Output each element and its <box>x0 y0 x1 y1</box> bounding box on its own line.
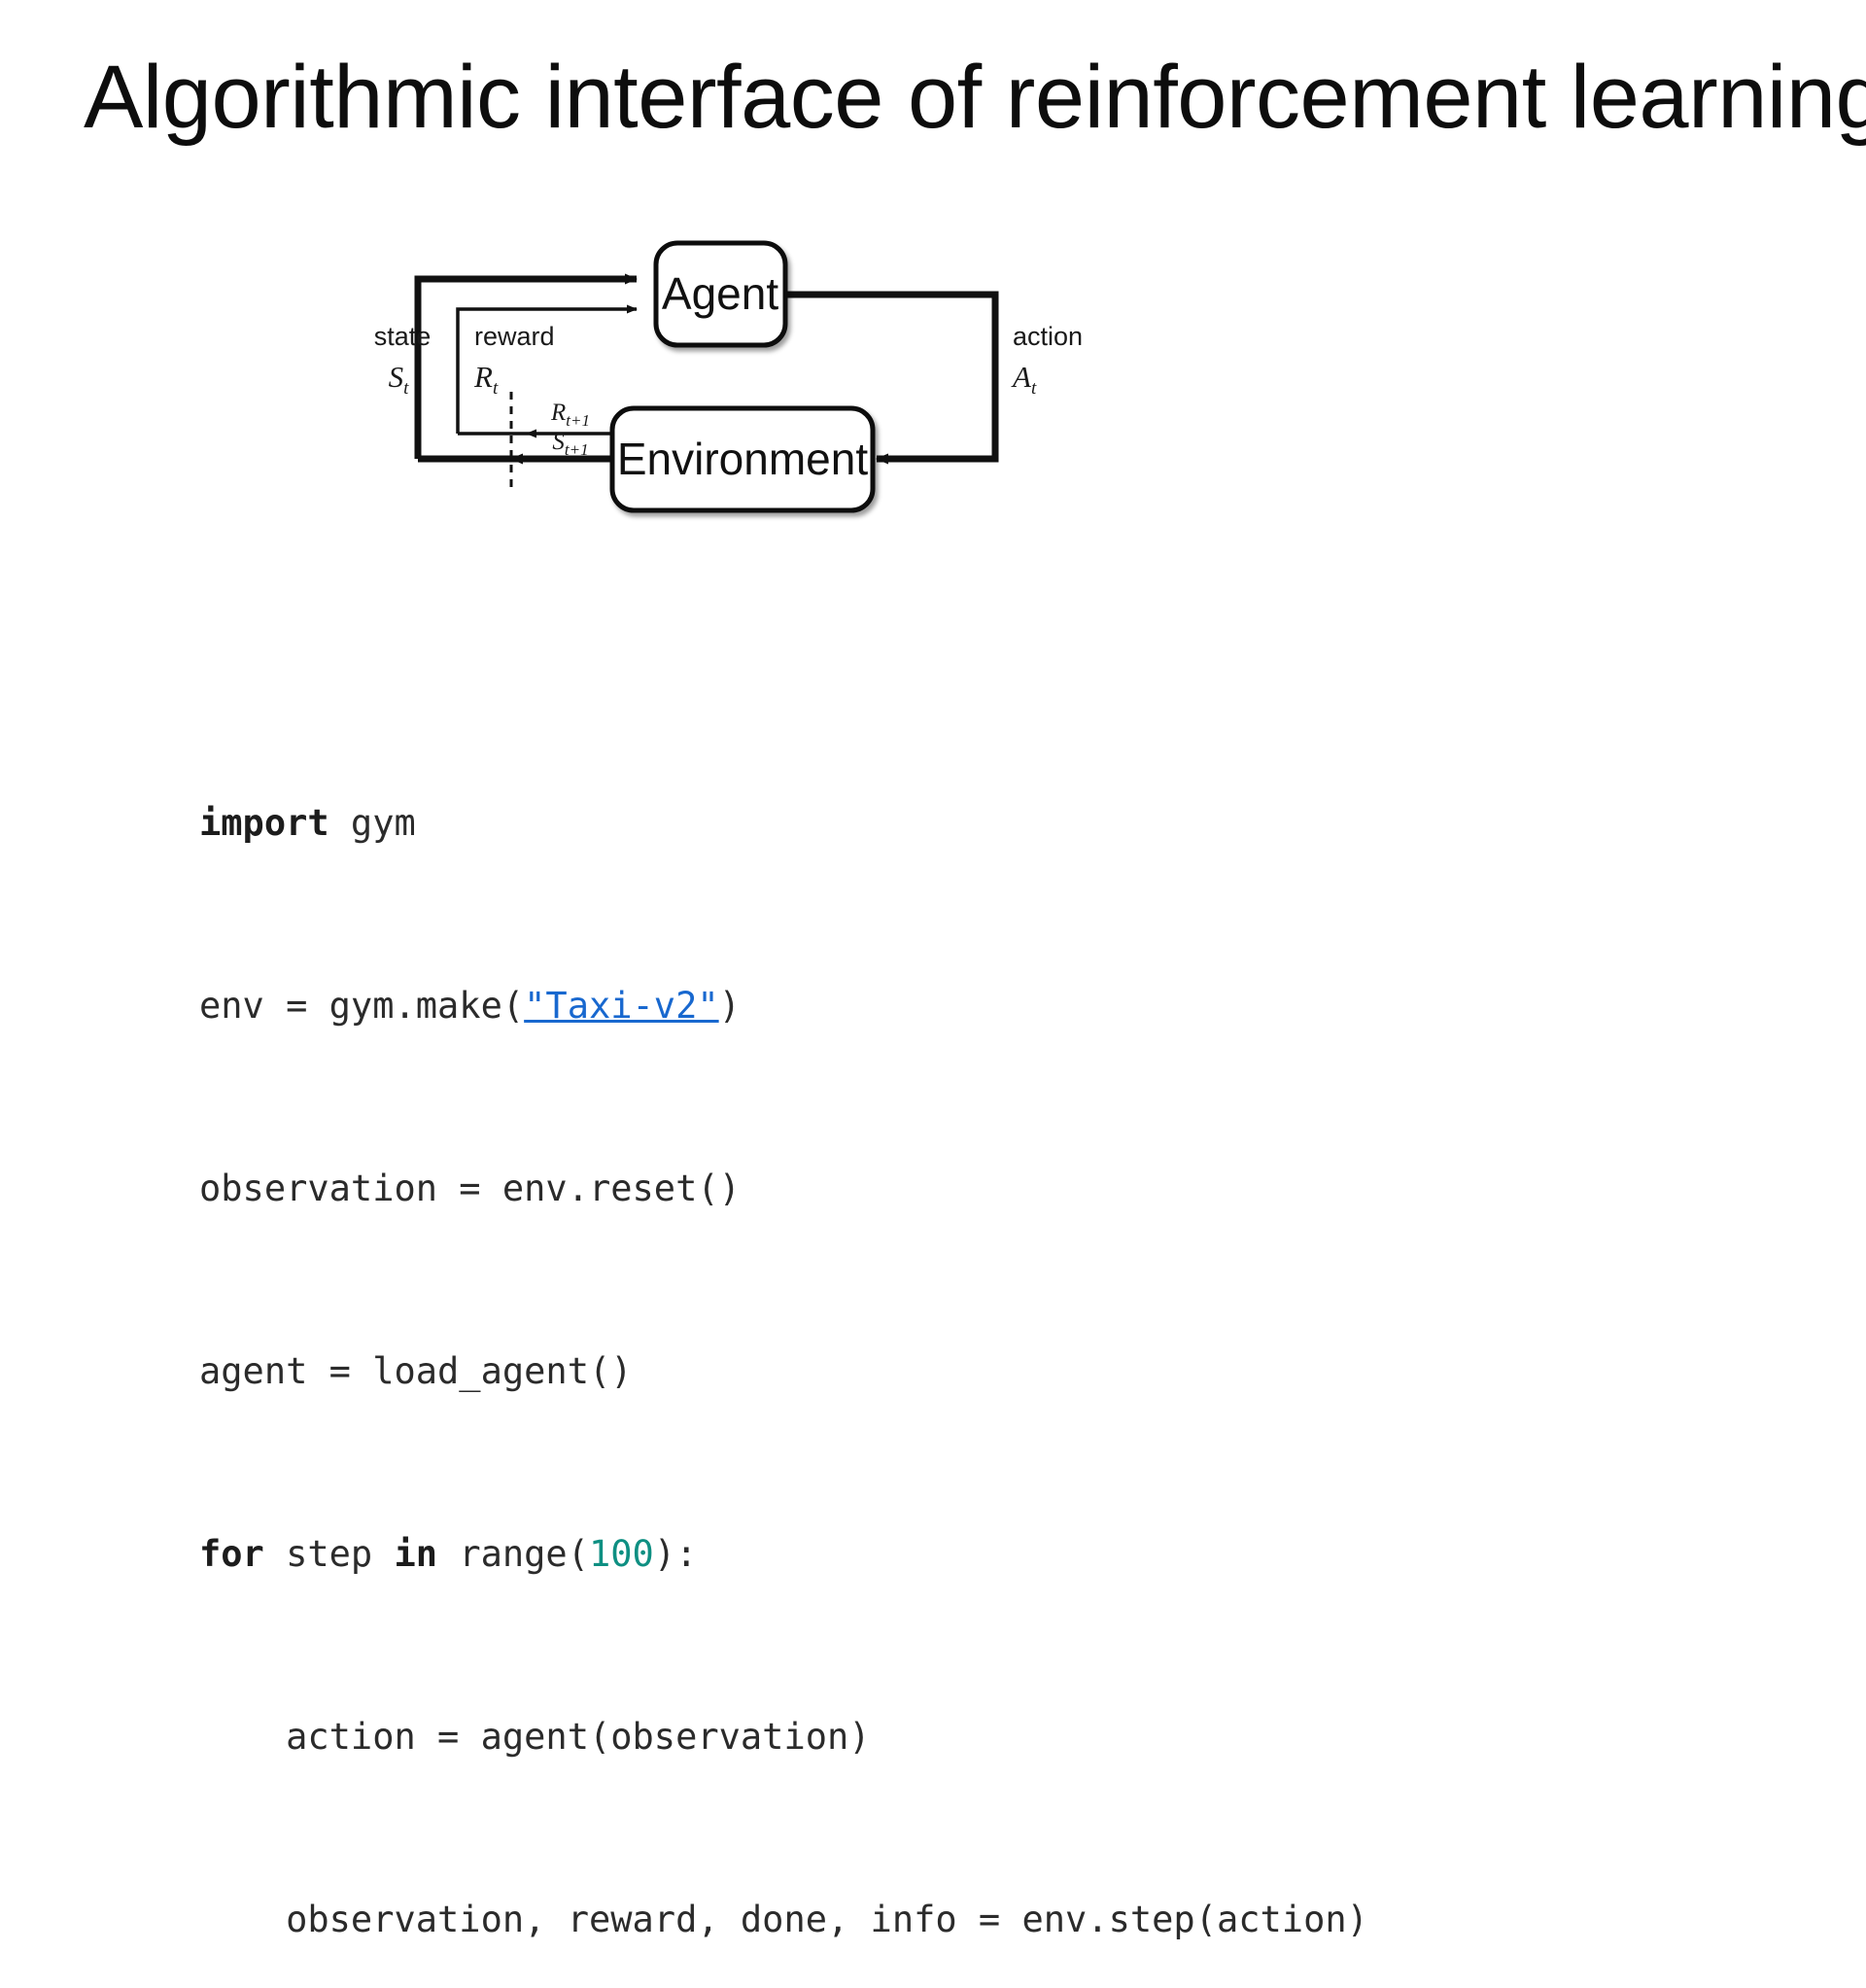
keyword-in: in <box>394 1533 438 1575</box>
code-text-make-call: env = gym.make( <box>199 985 525 1027</box>
page-title: Algorithmic interface of reinforcement l… <box>84 48 1866 147</box>
code-line-7: observation, reward, done, info = env.st… <box>199 1899 1368 1940</box>
code-line-2: env = gym.make("Taxi-v2") <box>199 983 1368 1029</box>
label-reward-next: Rt+1 <box>550 400 590 430</box>
label-reward: reward Rt <box>473 322 555 399</box>
code-text-gym: gym <box>328 802 416 844</box>
label-state-next: St+1 <box>552 429 588 459</box>
reward-edge <box>456 304 638 436</box>
label-action-symbol: At <box>1011 360 1037 399</box>
state-edge <box>414 273 638 463</box>
node-agent-label: Agent <box>662 268 778 319</box>
label-state-symbol: St <box>389 360 410 399</box>
label-action: action At <box>1011 322 1083 399</box>
number-literal-100: 100 <box>588 1533 654 1575</box>
code-text-range-open: range( <box>437 1533 589 1575</box>
label-action-word: action <box>1013 322 1083 351</box>
code-text-close-paren: ) <box>718 985 741 1027</box>
taxi-v2-link[interactable]: "Taxi-v2" <box>524 985 719 1027</box>
label-reward-word: reward <box>474 322 555 351</box>
node-environment-label: Environment <box>617 434 868 484</box>
node-environment: Environment <box>609 405 876 513</box>
keyword-import: import <box>199 802 329 844</box>
code-line-5: for step in range(100): <box>199 1531 1368 1577</box>
label-reward-symbol: Rt <box>473 360 499 399</box>
node-agent: Agent <box>653 240 788 348</box>
code-line-4: agent = load_agent() <box>199 1350 633 1392</box>
code-block: import gym env = gym.make("Taxi-v2") obs… <box>199 663 1368 1988</box>
label-state-word: state <box>374 322 432 351</box>
action-edge <box>785 291 999 465</box>
code-line-3: observation = env.reset() <box>199 1168 741 1209</box>
code-text-step: step <box>263 1533 395 1575</box>
code-text-range-close: ): <box>653 1533 698 1575</box>
code-line-1: import gym <box>199 800 1368 846</box>
label-state: state St <box>374 322 432 399</box>
keyword-for: for <box>199 1533 264 1575</box>
agent-environment-diagram: Agent Environment state St reward Rt act… <box>321 233 1351 622</box>
code-line-6: action = agent(observation) <box>199 1716 871 1758</box>
